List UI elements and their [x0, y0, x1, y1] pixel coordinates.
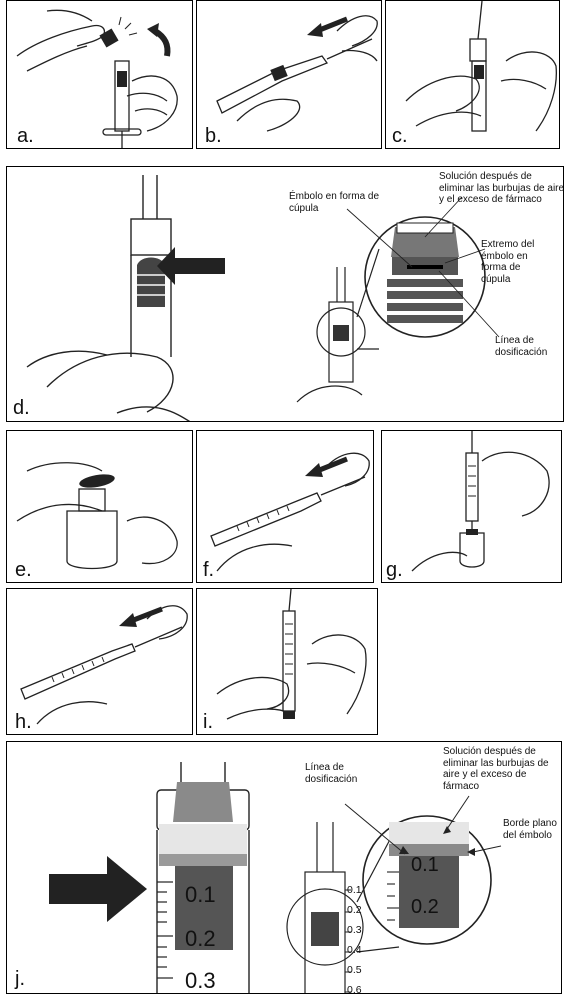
panel-label-c: c.: [392, 125, 408, 147]
panel-h: h.: [6, 588, 193, 735]
panel-j: 0.1 0.2 0.3 0.1 0.2 0.1 0.2 0.3 0.4 0.5 …: [6, 741, 562, 994]
illustration-remove-needle-h: [20, 605, 188, 725]
syringe-tick-0-1: 0.1: [347, 884, 362, 896]
label-solution-after-bubbles: Solución después de eliminar las burbuja…: [439, 171, 564, 205]
label-flat-plunger-edge: Borde plano del émbolo: [503, 818, 557, 841]
syringe-tick-0-2: 0.2: [347, 904, 362, 916]
zoom-scale-0-1: 0.1: [411, 854, 439, 876]
panel-c: c.: [385, 0, 560, 149]
illustration-attach-needle-f: [210, 452, 370, 572]
illustration-remove-cap: [16, 9, 178, 148]
label-dosing-line: Línea de dosificación: [495, 335, 548, 358]
illustration-dome-plunger: [26, 175, 500, 421]
panel-label-h: h.: [15, 711, 32, 733]
large-scale-0-1: 0.1: [185, 882, 216, 907]
illustration-remove-needle-cap: [405, 1, 557, 132]
panel-f: f.: [196, 430, 374, 583]
zoom-scale-0-2: 0.2: [411, 896, 439, 918]
panel-g: g.: [381, 430, 562, 583]
panel-label-g: g.: [386, 559, 403, 581]
panel-a: a.: [6, 0, 193, 149]
panel-label-b: b.: [205, 125, 222, 147]
illustration-attach-needle: [216, 15, 378, 132]
syringe-tick-0-6: 0.6: [347, 984, 362, 994]
panel-label-d: d.: [13, 397, 30, 419]
illustration-draw-from-vial: [411, 431, 550, 572]
panel-b: b.: [196, 0, 382, 149]
illustration-flat-plunger: [49, 762, 502, 993]
syringe-tick-0-5: 0.5: [347, 964, 362, 976]
panel-label-e: e.: [15, 559, 32, 581]
panel-e: e.: [6, 430, 193, 583]
panel-label-i: i.: [203, 711, 213, 733]
syringe-tick-0-3: 0.3: [347, 924, 362, 936]
label-dome-plunger-end: Extremo del émbolo en forma de cúpula: [481, 239, 535, 285]
panel-i: i.: [196, 588, 378, 735]
panel-label-f: f.: [203, 559, 215, 581]
panel-d: Émbolo en forma de cúpula Solución despu…: [6, 166, 564, 422]
label-dome-plunger: Émbolo en forma de cúpula: [289, 191, 380, 214]
label-dosing-line-j: Línea de dosificación: [305, 762, 358, 785]
illustration-hold-syringe: [216, 589, 367, 720]
large-scale-0-3: 0.3: [185, 968, 216, 993]
large-scale-0-2: 0.2: [185, 926, 216, 951]
panel-label-a: a.: [17, 125, 34, 147]
syringe-tick-0-4: 0.4: [347, 944, 362, 956]
label-solution-after-bubbles-j: Solución después de eliminar las burbuja…: [443, 746, 549, 792]
illustration-vial-cap: [16, 462, 178, 570]
panel-label-j: j.: [15, 968, 25, 990]
